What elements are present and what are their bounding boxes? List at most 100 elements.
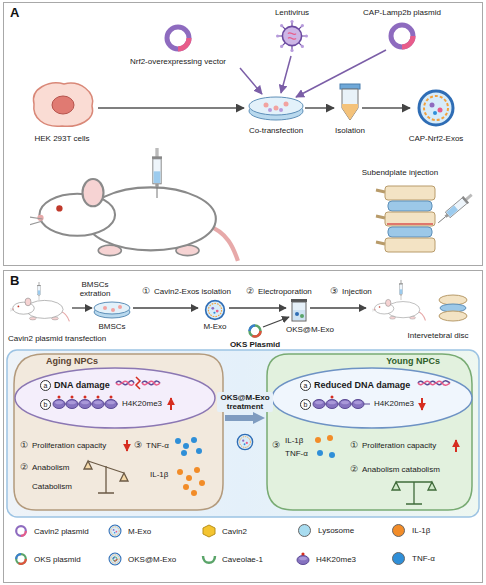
legend-entry: IL-1β [388, 524, 430, 537]
plasmid-icon [250, 326, 261, 337]
arrow [240, 50, 386, 97]
plasmid-icon [391, 25, 413, 47]
legend-symbol [297, 556, 309, 565]
step-label: Subendplate injection [362, 168, 439, 177]
dna-intact [418, 381, 450, 385]
finding-label: Reduced DNA damage [314, 380, 410, 390]
nucleosomes [97, 396, 100, 399]
spine [385, 186, 435, 200]
culture-dish [264, 103, 269, 108]
arrow [133, 307, 198, 308]
legend-symbol [12, 552, 30, 566]
part-label: M-Exo [203, 322, 226, 331]
culture-dish [118, 305, 122, 309]
legend-symbol [106, 524, 124, 538]
legend-symbol [12, 524, 30, 538]
nucleosomes [352, 400, 364, 409]
cytokine [315, 437, 321, 443]
item-letter: b [40, 399, 51, 410]
exosome-icon [206, 301, 225, 320]
legend-symbol [16, 526, 26, 536]
legend-symbol [200, 524, 218, 538]
trend-arrow [455, 440, 457, 452]
legend-text: Cavin2 plasmid [34, 527, 89, 536]
panel-label: B [10, 274, 19, 289]
marker-label: H4K20me3 [122, 399, 162, 408]
item-number: ③ [272, 440, 280, 450]
nucleosomes [53, 396, 118, 409]
exosome-icon [419, 91, 453, 125]
legend-text: IL-1β [412, 526, 430, 535]
arrow [362, 107, 410, 109]
part-label: HEK 293T cells [35, 134, 90, 143]
step-number: ③ [330, 286, 338, 296]
legend-text: Caveolae-1 [222, 555, 263, 564]
spine [376, 186, 435, 252]
trend-arrow [126, 440, 128, 451]
spine [388, 227, 432, 237]
part-label: Nrf2-overexpressing vector [130, 57, 226, 66]
balance-scale [406, 482, 422, 504]
arrow [229, 307, 286, 308]
legend-symbol [109, 525, 121, 537]
balance-scale [392, 482, 436, 490]
arrow [281, 56, 291, 93]
legend-entry: Lysosome [294, 524, 354, 537]
legend-entry: Cavin2 plasmid [12, 524, 89, 538]
dna-intact [418, 381, 450, 386]
dna-damaged [116, 381, 134, 385]
legend-entry: H4K20me3 [294, 552, 356, 566]
nucleosomes [79, 400, 91, 409]
trend-arrow [421, 398, 423, 410]
finding-label: Proliferation capacity [362, 441, 436, 450]
culture-dish [94, 302, 130, 314]
legend-text: H4K20me3 [316, 555, 356, 564]
step-number: ① [142, 286, 150, 296]
disc-icon [439, 295, 467, 321]
legend-text: TNF-α [412, 554, 435, 563]
part-label: CAP-Lamp2b plasmid [363, 8, 441, 17]
cuvette [291, 299, 307, 321]
balance-scale [98, 466, 114, 493]
legend-symbol [200, 552, 218, 566]
nucleosomes [58, 396, 61, 399]
balance-scale [84, 461, 128, 493]
rat [9, 298, 69, 321]
step-label: Electroporation [258, 287, 312, 296]
cytokine [191, 490, 197, 496]
treatment-arrow [225, 415, 253, 421]
nucleosomes [339, 400, 351, 409]
panel-label: A [10, 6, 19, 21]
nucleosomes [313, 400, 325, 409]
legend-symbol [301, 552, 304, 555]
syringe [37, 282, 41, 300]
arrow [98, 107, 244, 109]
cell-membrane [14, 354, 223, 510]
step-label: BMSCs extration [74, 280, 116, 298]
hek-cell [33, 83, 92, 126]
balance-scale [392, 482, 436, 504]
legend-text: OKS plasmid [34, 555, 81, 564]
legend-entry: OKS plasmid [12, 552, 81, 566]
nucleus [15, 368, 215, 428]
finding-label: Anabolism catabolism [362, 465, 440, 474]
cytokine [194, 467, 200, 473]
part-label: Intervetebral disc [408, 331, 469, 340]
legend-swatch [392, 552, 405, 565]
hek-cell [33, 83, 92, 126]
legend-symbol [109, 553, 121, 565]
cytokine [175, 437, 202, 456]
nucleosomes [110, 396, 113, 399]
legend-text: Cavin2 [222, 527, 247, 536]
part-label: OKS Plasmid [230, 340, 280, 349]
cytokine-label: TNF-α [146, 441, 169, 450]
spine [387, 223, 433, 225]
item-number: ① [350, 440, 358, 450]
nucleosomes [326, 400, 338, 409]
cytokine-label: IL-1β [285, 436, 303, 445]
cytokine [329, 452, 335, 458]
hek-cell [52, 96, 74, 114]
legend-symbol [16, 554, 26, 564]
